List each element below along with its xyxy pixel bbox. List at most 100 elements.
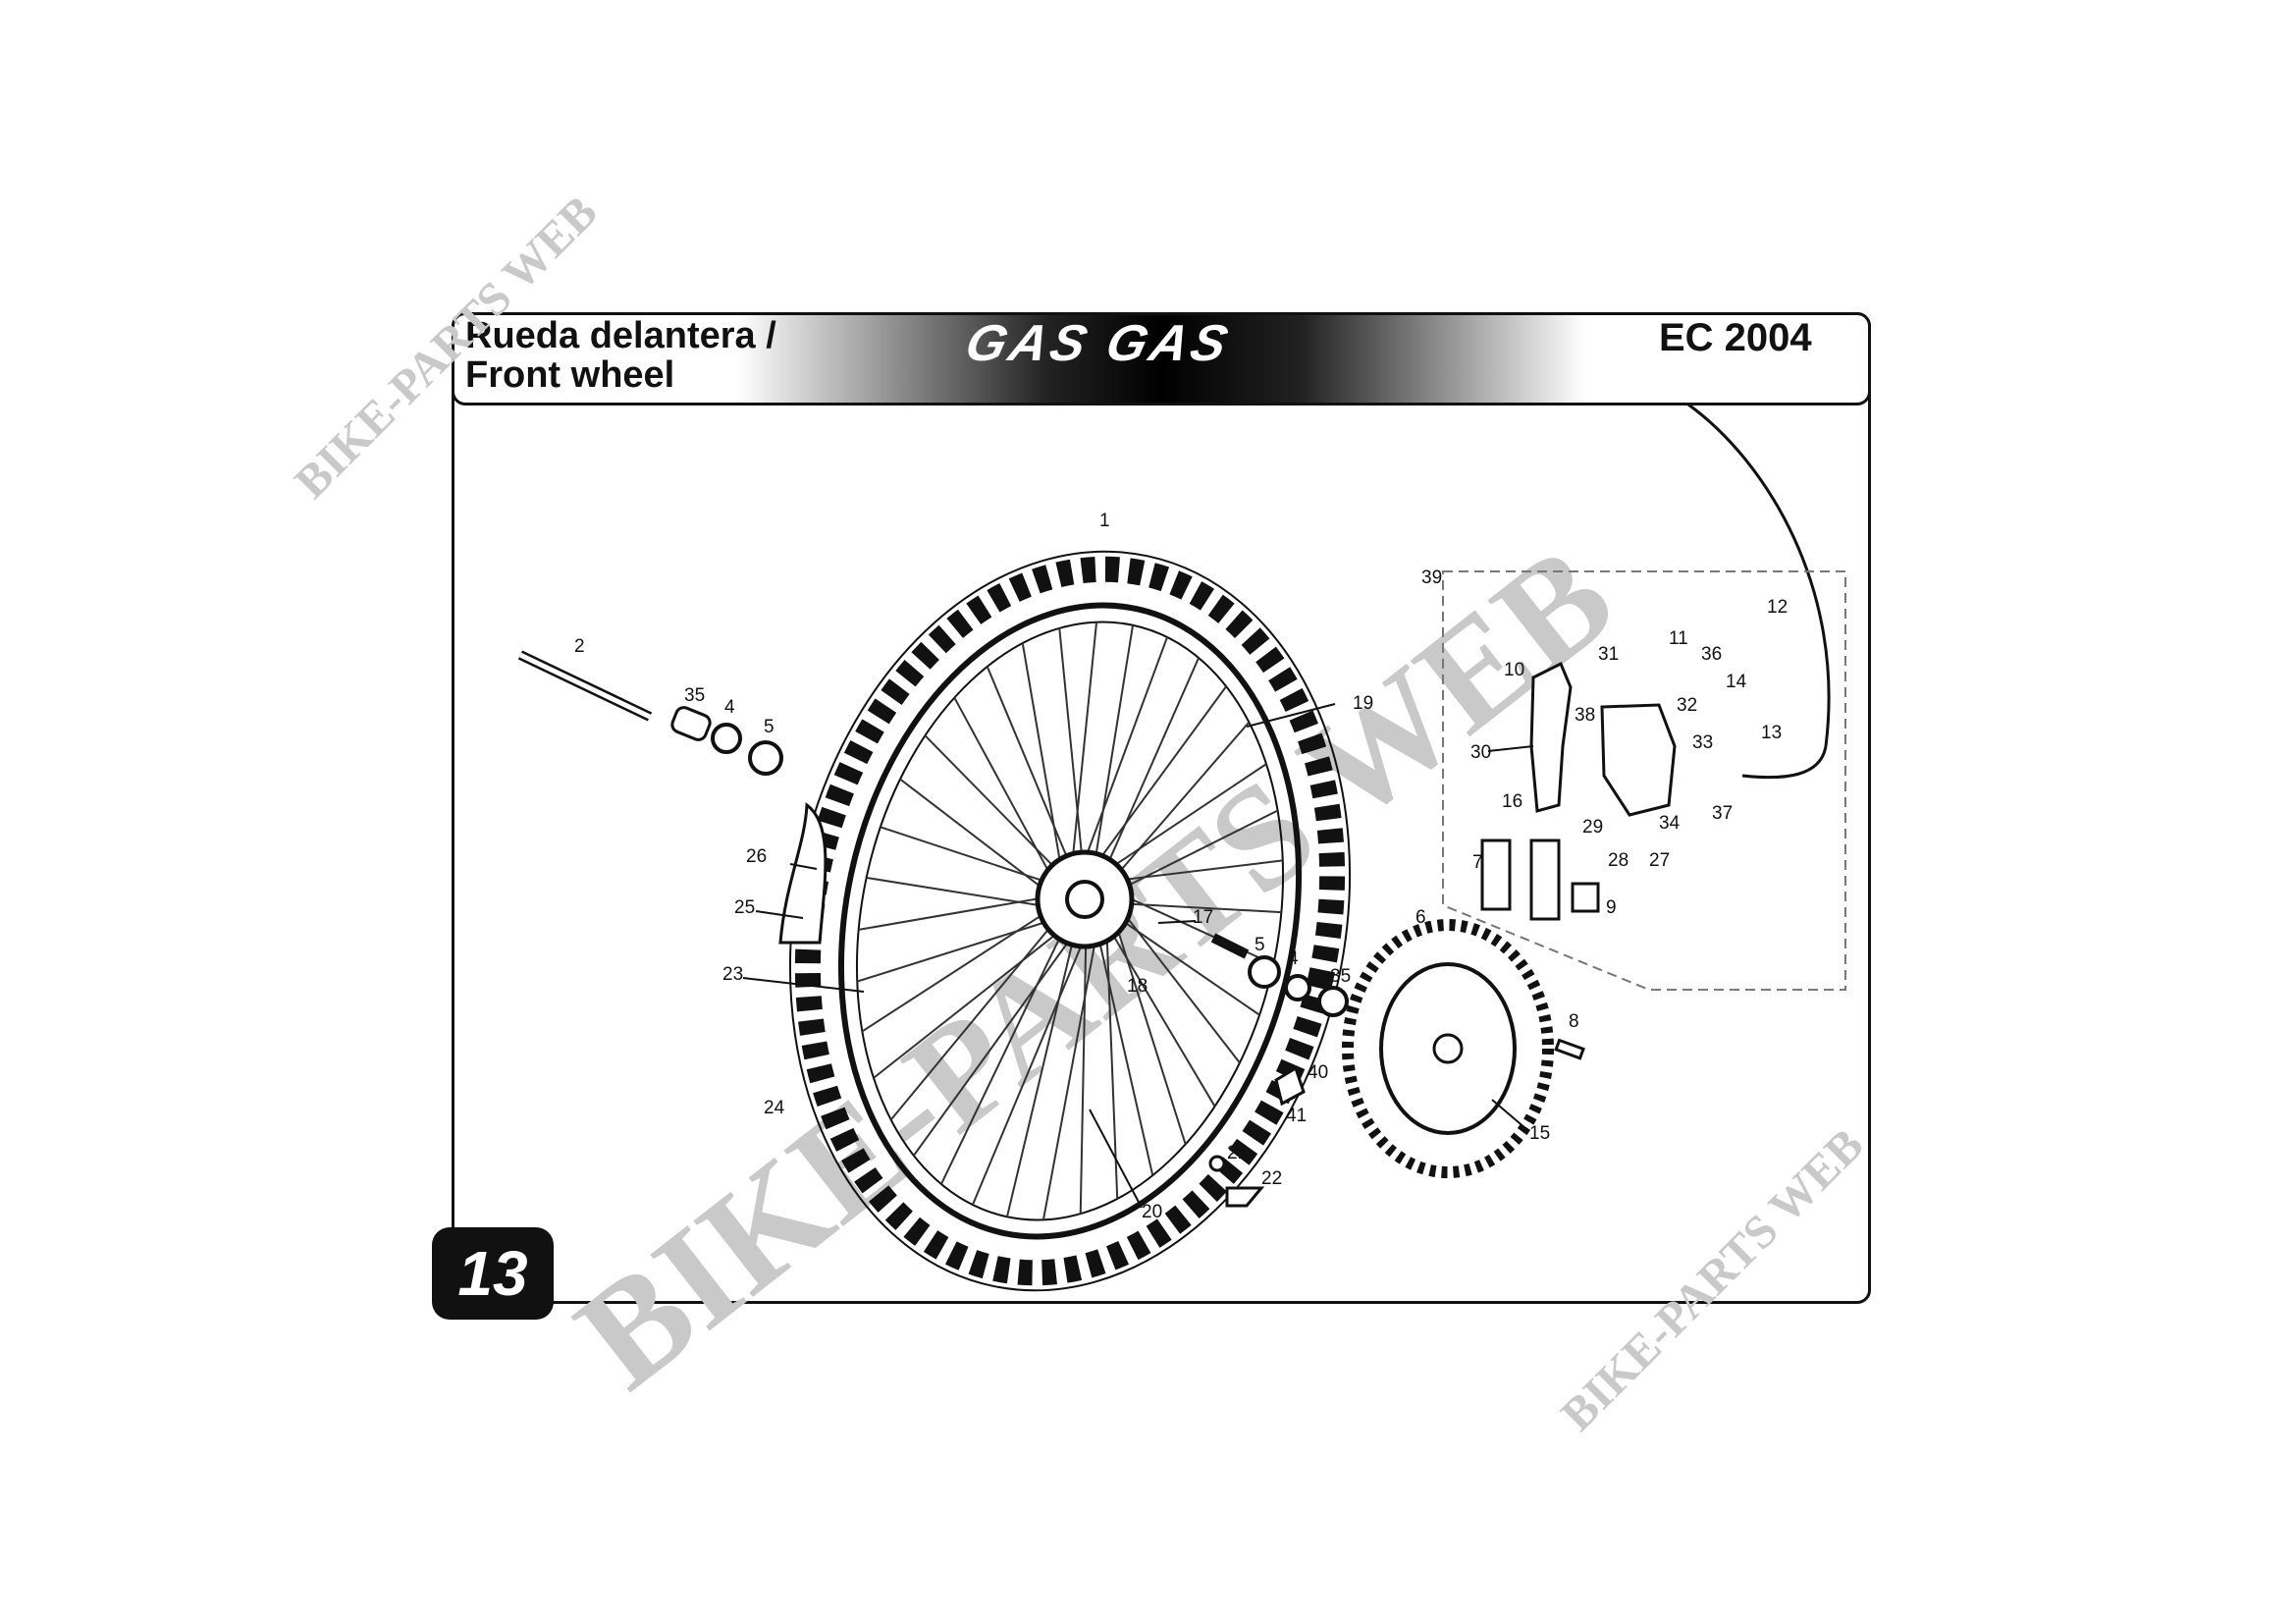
callout: 9 xyxy=(1606,897,1617,918)
spoke xyxy=(1108,721,1251,885)
spoke xyxy=(1101,657,1201,877)
spacer-35 xyxy=(670,706,712,741)
spoke xyxy=(1092,624,1135,872)
bearing-5 xyxy=(748,740,783,776)
spoke xyxy=(1005,927,1078,1217)
callout: 27 xyxy=(1649,850,1670,871)
spoke xyxy=(1113,901,1282,914)
spoke xyxy=(1103,920,1216,1108)
fork-guard xyxy=(778,802,828,945)
callout: 32 xyxy=(1677,695,1697,716)
callout: 7 xyxy=(1472,852,1483,873)
disc-bolt-8 xyxy=(1554,1038,1585,1060)
spoke xyxy=(972,928,1090,1206)
callout: 19 xyxy=(1353,693,1373,714)
spoke xyxy=(1112,809,1279,894)
callout: 12 xyxy=(1767,597,1788,618)
callout: 21 xyxy=(1227,1143,1248,1163)
caliper-group-box xyxy=(1442,570,1846,991)
nut-21 xyxy=(1208,1155,1226,1172)
spoke xyxy=(873,923,1070,1079)
callout: 5 xyxy=(764,717,774,737)
callout: 10 xyxy=(1504,660,1524,680)
spoke xyxy=(1110,910,1187,1145)
hub-center xyxy=(1065,880,1104,919)
watermark: BIKE-PARTS WEB xyxy=(285,186,607,508)
page-title: Rueda delantera / Front wheel xyxy=(465,316,776,395)
callout: 28 xyxy=(1608,850,1629,871)
callout: 13 xyxy=(1761,723,1782,743)
spoke xyxy=(986,666,1075,873)
callout: 1 xyxy=(1099,511,1110,531)
spoke xyxy=(1080,636,1169,871)
callout: 38 xyxy=(1575,705,1595,726)
callout: 37 xyxy=(1712,803,1733,824)
spoke xyxy=(1041,925,1099,1220)
brake-pad-7b xyxy=(1529,839,1561,921)
watermark: BIKE-PARTS WEB xyxy=(1551,1118,1873,1440)
spoke xyxy=(953,697,1059,889)
callout: 6 xyxy=(1415,907,1426,928)
callout: 14 xyxy=(1726,672,1747,692)
spoke xyxy=(924,734,1066,879)
spoke xyxy=(866,876,1057,909)
callout: 36 xyxy=(1701,644,1722,665)
seal-4-right xyxy=(1284,974,1311,1001)
callout: 25 xyxy=(734,897,755,918)
caliper-body-11 xyxy=(1600,703,1677,817)
hub-spacer-17 xyxy=(1210,933,1250,959)
spoke xyxy=(1095,926,1154,1176)
callout: 8 xyxy=(1569,1011,1579,1032)
spoke xyxy=(1079,928,1088,1215)
header-bar xyxy=(452,312,1871,406)
bearing-5-right xyxy=(1248,955,1281,989)
front-axle xyxy=(517,650,653,722)
callout: 29 xyxy=(1582,817,1603,838)
callout: 16 xyxy=(1502,791,1522,812)
caliper-bracket-10 xyxy=(1529,661,1573,813)
callout: 35 xyxy=(1330,966,1351,987)
callout: 23 xyxy=(722,964,743,985)
spoke xyxy=(913,927,1080,1157)
brake-hose-end xyxy=(1741,745,1828,780)
spoke xyxy=(940,922,1068,1185)
spoke xyxy=(1021,642,1064,880)
sensor-bracket-41 xyxy=(1274,1065,1306,1107)
callout: 35 xyxy=(684,685,705,706)
spoke xyxy=(858,894,1056,931)
callout: 4 xyxy=(724,697,735,718)
callout: 18 xyxy=(1127,976,1148,997)
callout: 31 xyxy=(1598,644,1619,665)
page-number-badge: 13 xyxy=(432,1227,554,1320)
spoke xyxy=(1105,919,1119,1199)
callout: 17 xyxy=(1193,907,1213,928)
callout: 33 xyxy=(1692,732,1713,753)
title-line-1: Rueda delantera / xyxy=(465,315,776,356)
spoke xyxy=(1099,763,1267,876)
leader-lines xyxy=(742,703,1534,1209)
callout: 15 xyxy=(1529,1123,1550,1144)
spokes xyxy=(856,622,1283,1220)
callout: 5 xyxy=(1255,935,1265,955)
spoke xyxy=(856,916,1062,983)
spoke xyxy=(1070,622,1098,874)
rim-lock-22 xyxy=(1225,1186,1265,1208)
callout: 39 xyxy=(1421,568,1442,588)
model-label: EC 2004 xyxy=(1659,316,1812,359)
spoke xyxy=(1090,685,1227,872)
title-line-2: Front wheel xyxy=(465,354,675,396)
spoke xyxy=(861,904,1057,1033)
callout: 24 xyxy=(764,1098,785,1118)
brake-hose xyxy=(1687,403,1831,747)
spoke xyxy=(899,778,1056,899)
spoke xyxy=(1113,899,1241,1064)
spoke xyxy=(1058,627,1085,871)
callout: 30 xyxy=(1470,742,1491,763)
callout: 22 xyxy=(1261,1168,1282,1189)
seal-4 xyxy=(711,723,742,754)
pad-spring-9 xyxy=(1571,882,1600,913)
callout: 40 xyxy=(1308,1062,1328,1083)
callout: 26 xyxy=(746,846,767,867)
spoke xyxy=(1107,859,1283,883)
